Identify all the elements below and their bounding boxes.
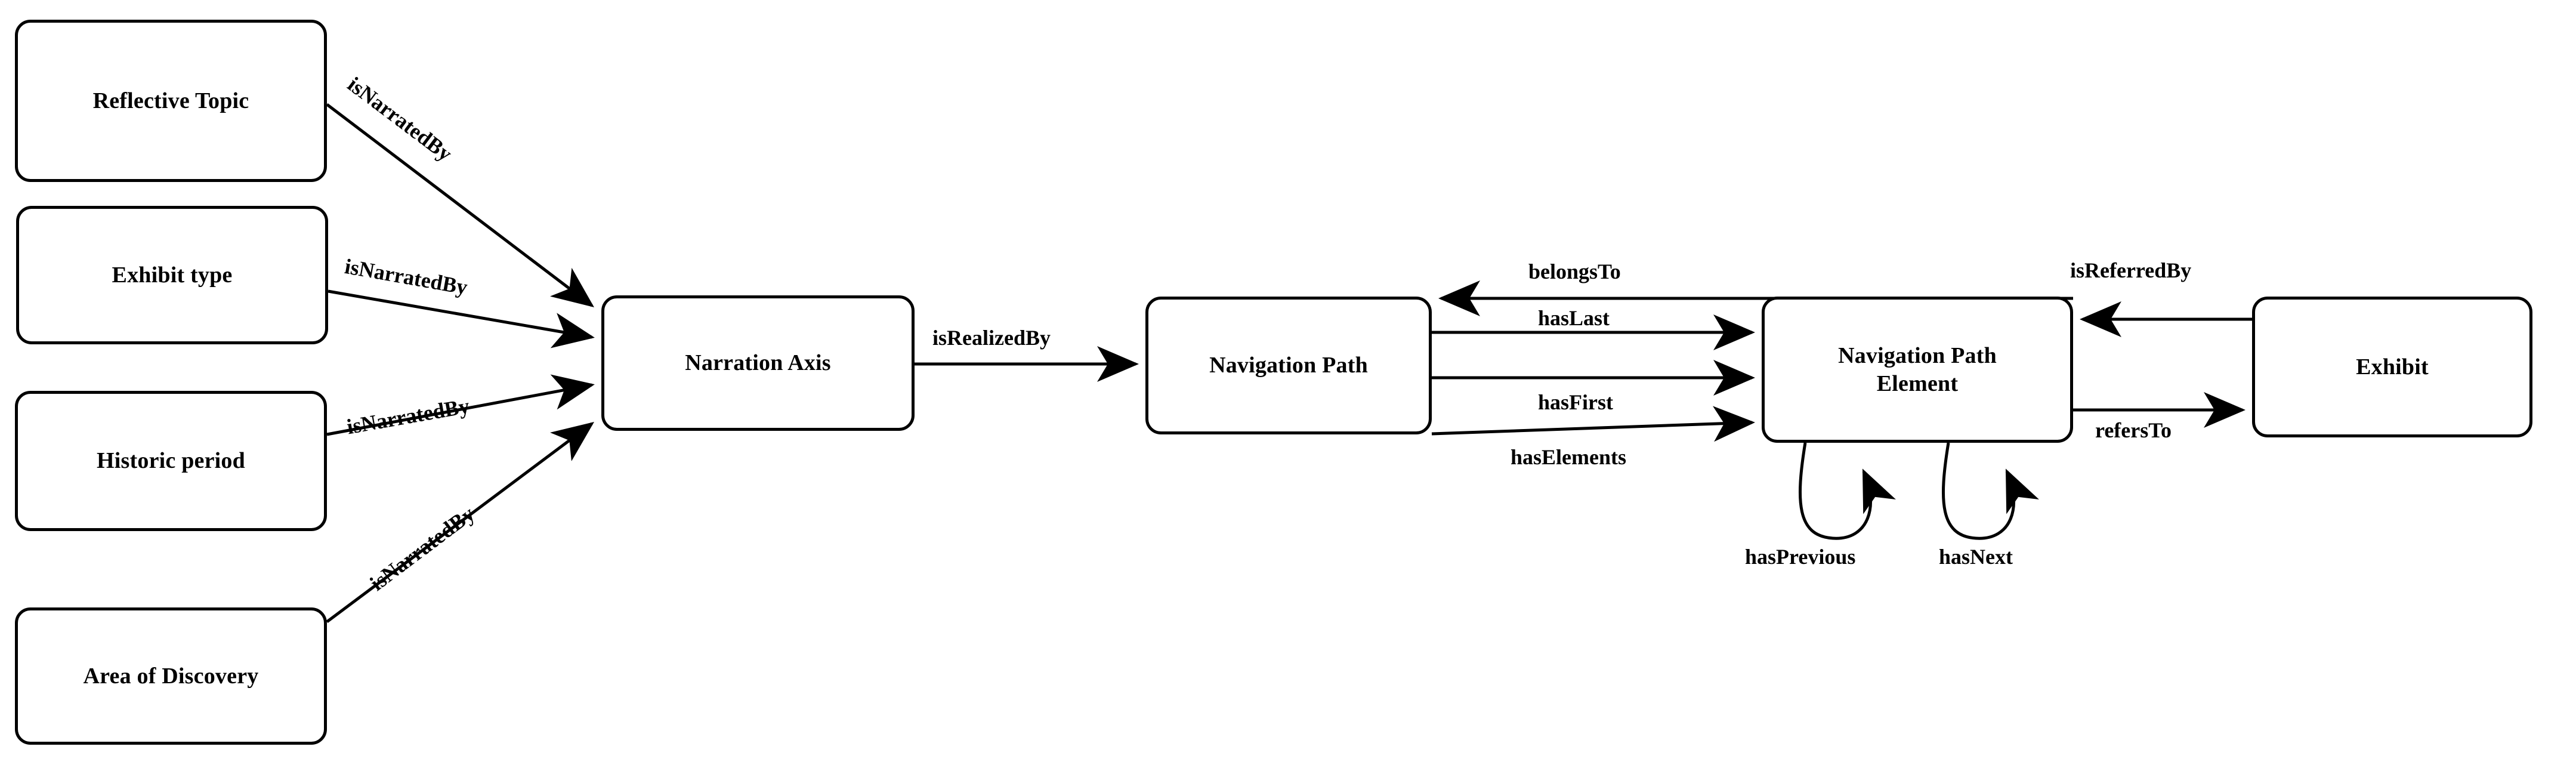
node-exhibit-type[interactable]: Exhibit type [16,206,328,344]
edge-isnarratedby-exhibit-type [328,289,595,348]
node-label-historic-period: Historic period [97,448,245,474]
node-narration-axis[interactable]: Narration Axis [601,295,915,431]
edge-label-hasfirst: hasFirst [1538,390,1613,414]
edge-haselements [1431,406,1755,442]
edge-label-haslast: hasLast [1538,306,1610,330]
edge-label-refersto: refersTo [2095,418,2172,442]
edge-isnarratedby-area-of-discovery [326,422,595,624]
node-label-exhibit-type: Exhibit type [112,262,233,288]
node-label-navigation-path: Navigation Path [1209,353,1368,378]
node-reflective-topic[interactable]: Reflective Topic [15,20,327,182]
node-label-reflective-topic: Reflective Topic [92,88,249,113]
node-label-area-of-discovery: Area of Discovery [83,663,259,689]
edge-isnarratedby-historic-period [326,374,595,436]
node-navigation-path-element[interactable]: Navigation Path Element [1762,297,2073,443]
node-area-of-discovery[interactable]: Area of Discovery [15,607,327,745]
edge-label-isreferredby: isReferredBy [2070,258,2192,282]
edge-isnarratedby-reflective-topic [326,103,594,308]
node-exhibit[interactable]: Exhibit [2252,297,2532,437]
node-navigation-path[interactable]: Navigation Path [1145,297,1432,434]
edge-label-isrealizedby: isRealizedBy [932,326,1051,350]
edge-label-hasnext: hasNext [1939,545,2013,569]
node-label-navigation-path-element: Navigation Path Element [1838,343,1997,396]
edge-label-hasprevious: hasPrevious [1745,545,1856,569]
node-label-exhibit: Exhibit [2356,354,2429,380]
edge-hasprevious-selfloop [1798,442,1896,540]
edge-label-haselements: hasElements [1511,445,1627,469]
node-historic-period[interactable]: Historic period [15,391,327,531]
edge-hasnext-selfloop [1941,442,2039,540]
node-label-narration-axis: Narration Axis [685,350,831,376]
edge-label-belongsto: belongsTo [1528,260,1621,283]
